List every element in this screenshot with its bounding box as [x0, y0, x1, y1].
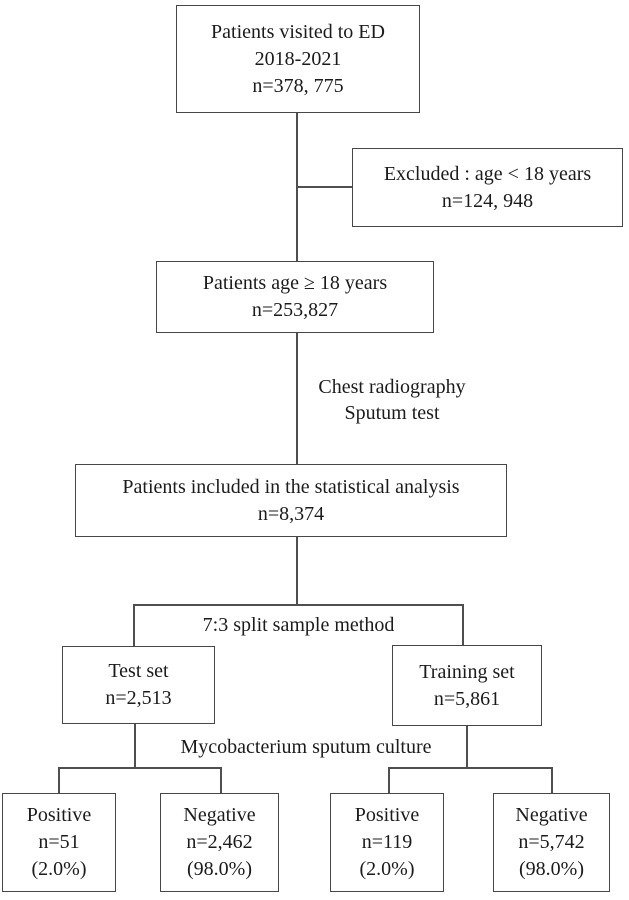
box-line: Patients included in the statistical ana…: [122, 475, 460, 498]
box-line: n=2,462: [186, 831, 253, 853]
connector-branch-to-excluded: [297, 186, 353, 188]
connector-adults-to-included: [296, 333, 298, 464]
connector-to-test-positive: [58, 767, 60, 794]
box-test-positive: Positive n=51 (2.0%): [2, 793, 116, 892]
box-test-negative: Negative n=2,462 (98.0%): [160, 793, 279, 892]
box-training-positive: Positive n=119 (2.0%): [330, 793, 444, 892]
label-line: Sputum test: [344, 402, 440, 424]
box-line: Training set: [419, 660, 515, 683]
connector-to-test-negative: [220, 767, 222, 794]
label-sputum-culture: Mycobacterium sputum culture: [180, 736, 432, 758]
box-line: n=5,742: [518, 831, 585, 853]
box-line: Negative: [515, 804, 588, 826]
box-line: Test set: [108, 660, 169, 682]
box-test-set: Test set n=2,513: [62, 646, 215, 724]
label-split-method: 7:3 split sample method: [202, 614, 395, 636]
box-excluded: Excluded : age < 18 years n=124, 948: [352, 148, 623, 227]
box-line: n=253,827: [251, 299, 339, 321]
label-procedures: Chest radiography Sputum test: [302, 374, 482, 426]
box-line: (98.0%): [519, 858, 584, 880]
box-line: Excluded : age < 18 years: [383, 162, 592, 185]
connector-test-split-horizontal: [58, 767, 222, 769]
connector-included-to-split: [296, 537, 298, 605]
box-line: Positive: [354, 804, 420, 826]
box-line: n=124, 948: [441, 189, 534, 212]
box-training-negative: Negative n=5,742 (98.0%): [493, 793, 610, 892]
connector-ed-to-adults: [296, 113, 298, 261]
box-statistical-analysis: Patients included in the statistical ana…: [75, 464, 507, 537]
box-line: (2.0%): [359, 858, 415, 880]
box-line: n=8,374: [257, 502, 325, 525]
box-patients-ed: Patients visited to ED 2018-2021 n=378, …: [176, 5, 420, 113]
box-line: (2.0%): [31, 858, 87, 880]
connector-to-training-positive: [388, 767, 390, 794]
box-line: n=51: [38, 831, 80, 853]
connector-test-set-down: [134, 724, 136, 768]
connector-training-set-down: [466, 726, 468, 768]
box-line: (98.0%): [187, 858, 252, 880]
box-training-set: Training set n=5,861: [392, 645, 542, 726]
box-line: n=119: [361, 831, 413, 853]
connector-split-to-test-set: [133, 604, 135, 647]
box-line: n=378, 775: [252, 74, 344, 97]
connector-split-to-training-set: [462, 604, 464, 646]
box-patients-adult: Patients age ≥ 18 years n=253,827: [156, 261, 434, 333]
connector-to-training-negative: [551, 767, 553, 794]
connector-training-split-horizontal: [388, 767, 553, 769]
box-line: Positive: [26, 804, 92, 826]
box-line: Negative: [183, 804, 256, 826]
box-line: 2018-2021: [254, 47, 342, 70]
connector-split-horizontal: [133, 604, 464, 606]
box-line: Patients visited to ED: [211, 20, 385, 43]
box-line: n=5,861: [433, 687, 501, 710]
label-line: Chest radiography: [318, 376, 466, 398]
box-line: Patients age ≥ 18 years: [202, 272, 388, 294]
box-line: n=2,513: [105, 687, 172, 709]
